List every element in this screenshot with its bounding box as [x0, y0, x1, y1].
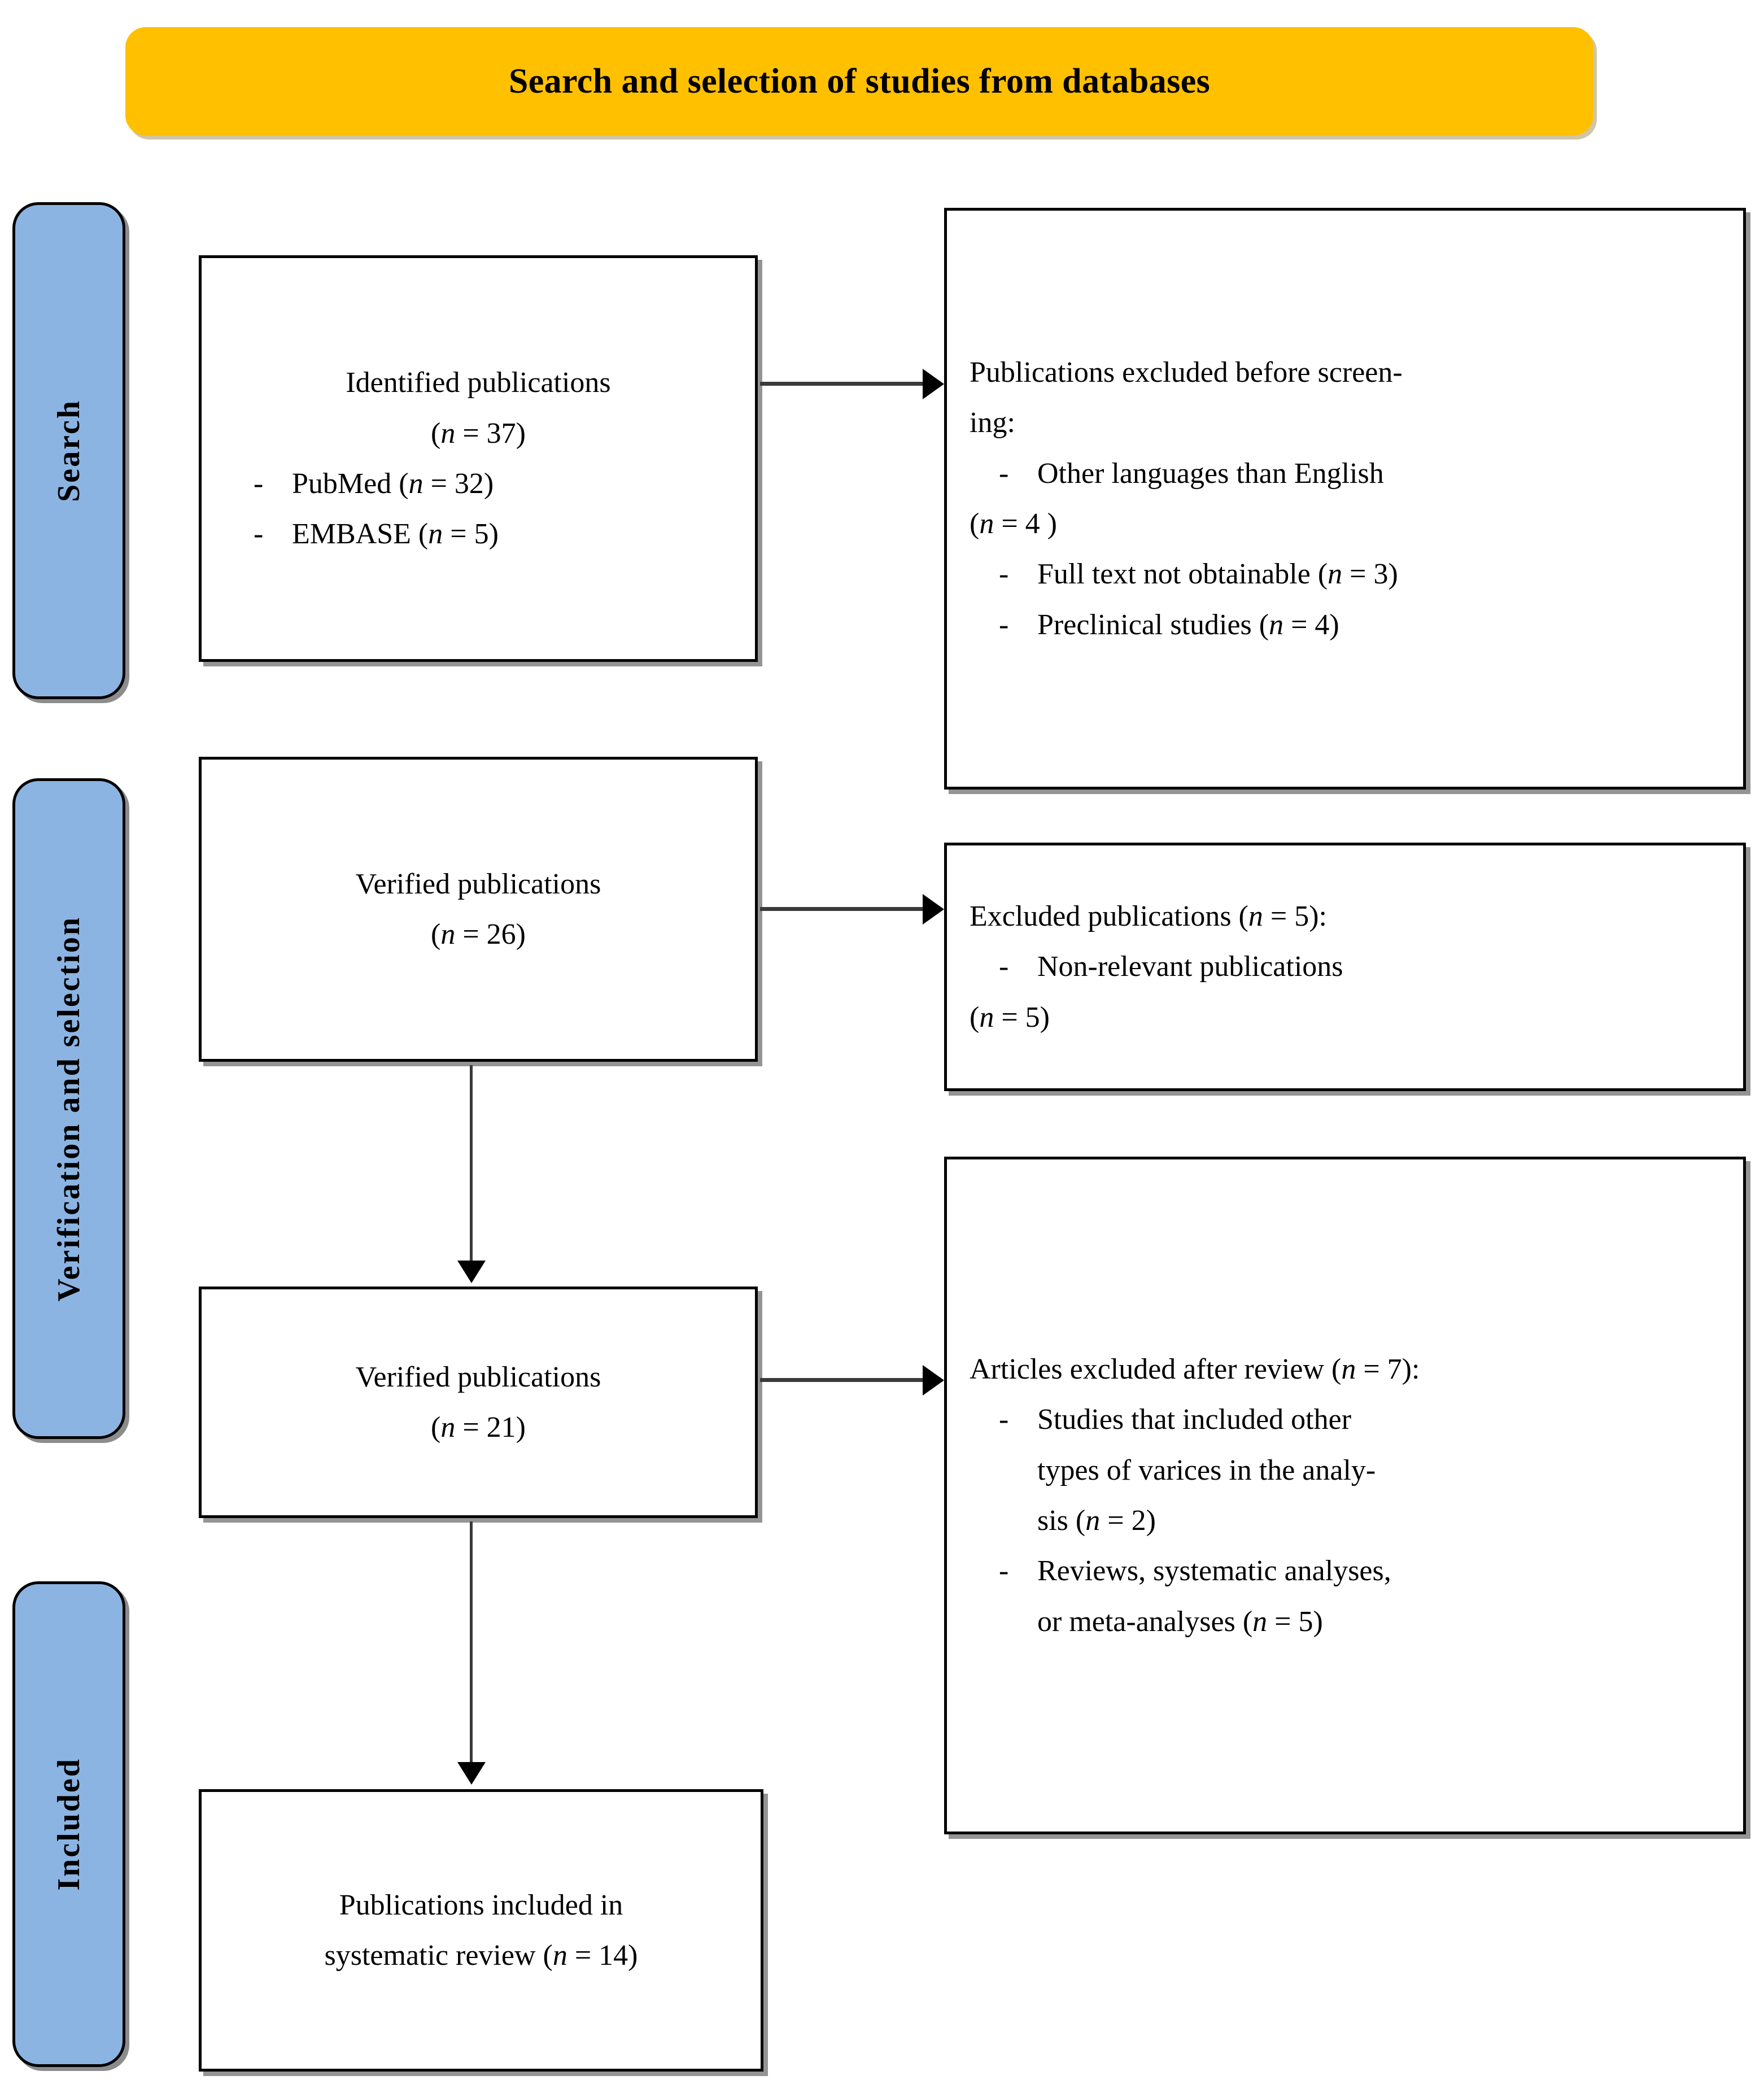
stage-label-verification: Verification and selection: [51, 915, 86, 1302]
bullet-dash-icon: -: [999, 608, 1009, 641]
bullet-dash-icon: -: [999, 950, 1009, 983]
excluded-pre-item-preclinical-text: Preclinical studies (n = 4): [1037, 608, 1339, 641]
included-14-line1: Publications included in: [339, 1889, 623, 1921]
excluded-7-item-reviews-text: Reviews, systematic analyses,: [1037, 1555, 1391, 1588]
excluded-pre-item-languages: - Other languages than English: [970, 448, 1721, 499]
stage-pill-included: Included: [12, 1581, 125, 2067]
identified-item-pubmed-text: PubMed (n = 32): [292, 468, 494, 500]
box-verified-publications-26: Verified publications (n = 26): [199, 757, 758, 1062]
excluded-pre-heading-line1: Publications excluded before screen-: [970, 356, 1403, 389]
excluded-pre-item-preclinical: - Preclinical studies (n = 4): [970, 600, 1721, 650]
excluded-7-item-other-varices-cont2: sis (n = 2): [1037, 1505, 1156, 1537]
box-publications-excluded-before-screening: Publications excluded before screen- ing…: [944, 208, 1746, 790]
box-publications-included: Publications included in systematic revi…: [199, 1789, 763, 2072]
excluded-7-item-reviews: - Reviews, systematic analyses,: [970, 1546, 1721, 1596]
bullet-dash-icon: -: [999, 558, 1009, 591]
excluded-5-item-nonrelevant: - Non-relevant publications: [970, 941, 1721, 992]
excluded-pre-item-languages-text: Other languages than English: [1037, 457, 1384, 490]
verified-21-heading: Verified publications: [355, 1361, 601, 1393]
verified-26-count: (n = 26): [431, 918, 526, 950]
identified-item-embase: - EMBASE (n = 5): [224, 509, 732, 559]
box-verified-publications-21: Verified publications (n = 21): [199, 1287, 758, 1518]
stage-label-included: Included: [51, 1758, 86, 1891]
bullet-dash-icon: -: [999, 1555, 1009, 1588]
excluded-5-item-nonrelevant-text: Non-relevant publications: [1037, 950, 1343, 983]
bullet-dash-icon: -: [999, 1403, 1009, 1436]
bullet-dash-icon: -: [254, 518, 264, 551]
stage-label-search: Search: [51, 399, 86, 502]
excluded-7-heading: Articles excluded after review (n = 7):: [970, 1353, 1420, 1385]
stage-pill-search: Search: [12, 202, 125, 699]
box-identified-publications: Identified publications (n = 37) - PubMe…: [199, 255, 758, 662]
bullet-dash-icon: -: [999, 457, 1009, 490]
excluded-pre-item-fulltext-text: Full text not obtainable (n = 3): [1037, 558, 1398, 591]
diagram-title-banner: Search and selection of studies from dat…: [125, 27, 1593, 136]
arrow-verified26-to-verified21: [470, 1065, 473, 1263]
verified-21-count: (n = 21): [431, 1411, 526, 1444]
identified-heading: Identified publications: [346, 367, 611, 399]
included-14-line2: systematic review (n = 14): [324, 1939, 638, 1972]
arrow-verified21-to-excluded7: [760, 1378, 925, 1382]
excluded-7-item-reviews-cont1: or meta-analyses (n = 5): [1037, 1605, 1323, 1638]
arrow-identified-to-excluded-before-screening: [760, 382, 925, 386]
arrow-verified26-to-excluded5: [760, 907, 925, 911]
verified-26-heading: Verified publications: [355, 867, 601, 900]
excluded-7-item-other-varices-cont1: types of varices in the analy-: [1037, 1454, 1376, 1486]
diagram-title-text: Search and selection of studies from dat…: [508, 62, 1211, 101]
box-excluded-publications-5: Excluded publications (n = 5): - Non-rel…: [944, 843, 1746, 1091]
excluded-7-item-other-varices: - Studies that included other: [970, 1394, 1721, 1445]
excluded-5-item-nonrelevant-count: (n = 5): [970, 1001, 1050, 1034]
excluded-pre-item-fulltext: - Full text not obtainable (n = 3): [970, 549, 1721, 599]
identified-item-embase-text: EMBASE (n = 5): [292, 518, 499, 551]
identified-item-pubmed: - PubMed (n = 32): [224, 459, 732, 509]
stage-pill-verification: Verification and selection: [12, 778, 125, 1439]
excluded-7-item-other-varices-text: Studies that included other: [1037, 1403, 1352, 1436]
excluded-pre-heading-line2: ing:: [970, 407, 1015, 439]
bullet-dash-icon: -: [254, 468, 264, 500]
excluded-5-heading: Excluded publications (n = 5):: [970, 900, 1327, 932]
excluded-pre-item-languages-count: (n = 4 ): [970, 508, 1057, 540]
box-articles-excluded-after-review: Articles excluded after review (n = 7): …: [944, 1157, 1746, 1834]
arrow-verified21-to-included: [470, 1521, 473, 1764]
identified-count: (n = 37): [431, 417, 526, 450]
